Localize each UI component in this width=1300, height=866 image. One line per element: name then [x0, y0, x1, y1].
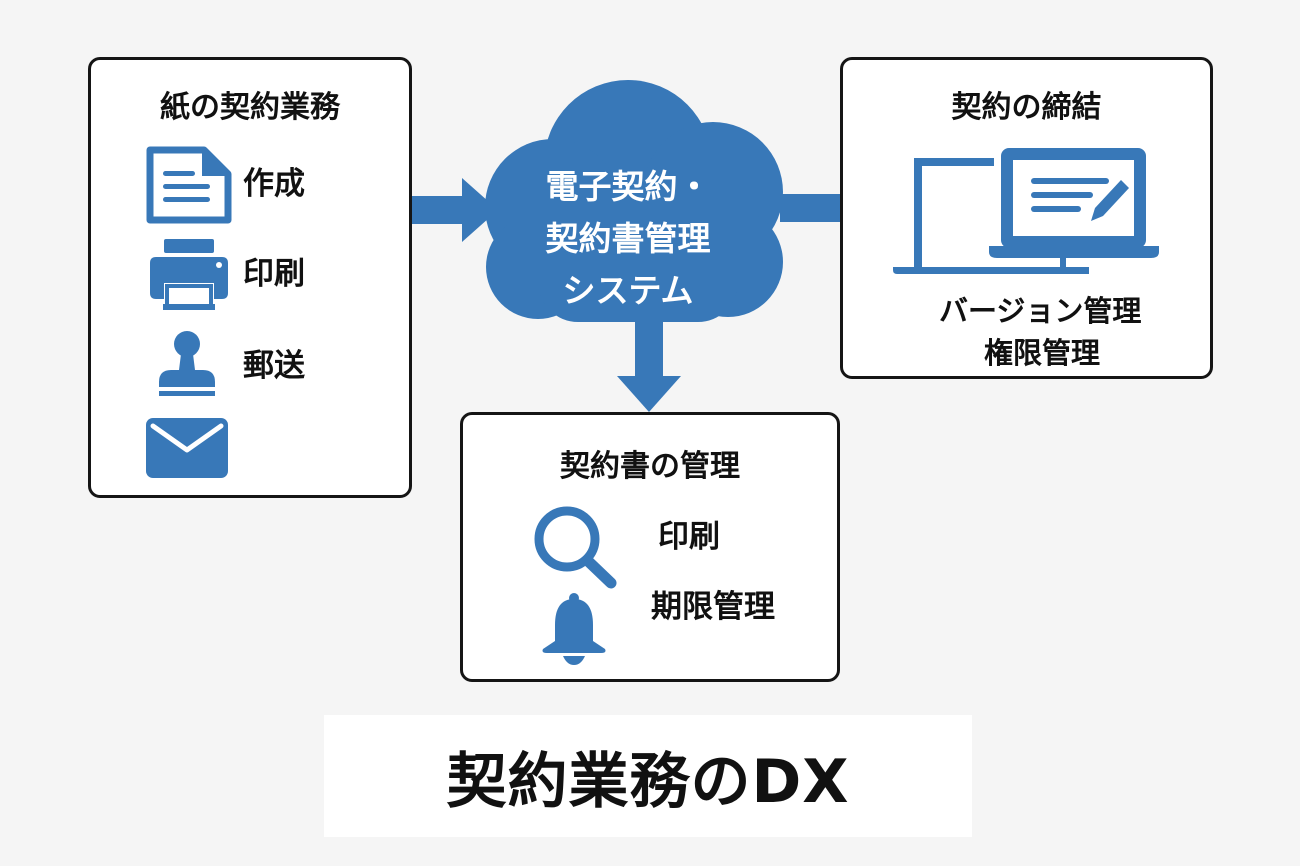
arrow-down-to-management [617, 318, 681, 412]
contract-signing-box: 契約の締結 バージョン管理 権限管理 [840, 57, 1213, 379]
signing-item-version: バージョン管理 [939, 294, 1142, 328]
paper-item-label-print: 印刷 [243, 256, 305, 292]
envelope-icon [146, 418, 228, 478]
management-box-title: 契約書の管理 [560, 449, 740, 484]
bell-icon [542, 593, 606, 665]
cloud-line-2: 契約書管理 [545, 219, 711, 258]
arrow-right-to-cloud [410, 178, 498, 242]
management-item-label-deadline: 期限管理 [651, 589, 775, 625]
cloud-line-3: システム [562, 271, 694, 310]
printer-icon [150, 239, 228, 310]
signing-item-permission: 権限管理 [984, 336, 1101, 370]
page-title: 契約業務のDX [446, 746, 850, 817]
search-icon [534, 506, 617, 589]
paper-box-title: 紙の契約業務 [160, 90, 340, 125]
paper-contract-box: 紙の契約業務 作成 印刷 郵送 [88, 57, 412, 498]
paper-item-label-create: 作成 [243, 166, 305, 202]
cloud-line-1: 電子契約・ [545, 167, 711, 206]
management-item-label-print: 印刷 [658, 519, 720, 555]
cloud-icon [485, 80, 783, 322]
paper-item-label-mail: 郵送 [243, 348, 305, 384]
footer-title-panel: 契約業務のDX [324, 715, 972, 837]
stamp-icon [159, 331, 215, 396]
signing-box-title: 契約の締結 [951, 90, 1102, 125]
contract-management-box: 契約書の管理 印刷 期限管理 [460, 412, 840, 682]
document-icon [146, 146, 232, 224]
laptop-signature-icon [893, 148, 1159, 274]
